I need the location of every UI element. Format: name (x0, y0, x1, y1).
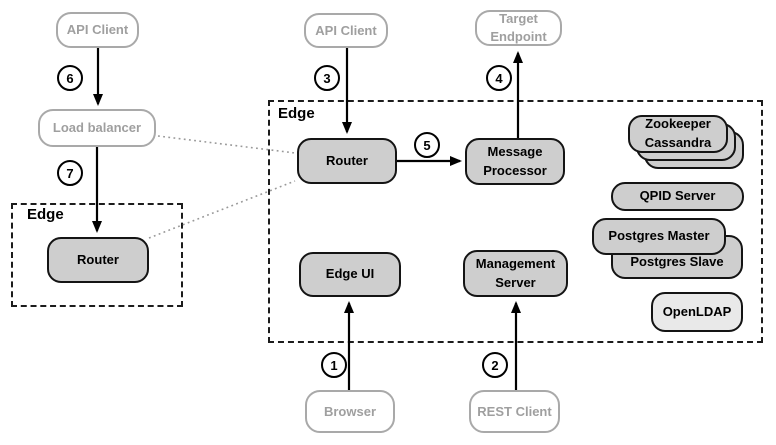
node-openldap: OpenLDAP (651, 292, 743, 332)
node-rest-client: REST Client (469, 390, 560, 433)
node-browser: Browser (305, 390, 395, 433)
step-badge-2: 2 (482, 352, 508, 378)
edge-group-main-label: Edge (278, 105, 315, 122)
dotted-link-load-balancer-to-router (157, 135, 296, 154)
node-api-client-top: API Client (304, 13, 388, 48)
step-badge-5: 5 (414, 132, 440, 158)
node-load-balancer: Load balancer (38, 109, 156, 147)
node-edge-ui: Edge UI (299, 252, 401, 297)
step-badge-3: 3 (314, 65, 340, 91)
node-api-client-left: API Client (56, 12, 139, 48)
dotted-link-router-left-to-router (148, 180, 296, 239)
node-postgres-master: Postgres Master (592, 218, 726, 255)
step-badge-4: 4 (486, 65, 512, 91)
edge-group-left-label: Edge (27, 206, 64, 223)
node-qpid-server: QPID Server (611, 182, 744, 211)
node-message-processor: Message Processor (465, 138, 565, 185)
node-zookeeper-cassandra: Zookeeper Cassandra (628, 115, 728, 153)
node-router-main: Router (297, 138, 397, 184)
node-router-left: Router (47, 237, 149, 283)
step-badge-1: 1 (321, 352, 347, 378)
step-badge-6: 6 (57, 65, 83, 91)
node-target-endpoint: Target Endpoint (475, 10, 562, 46)
node-management-server: Management Server (463, 250, 568, 297)
step-badge-7: 7 (57, 160, 83, 186)
